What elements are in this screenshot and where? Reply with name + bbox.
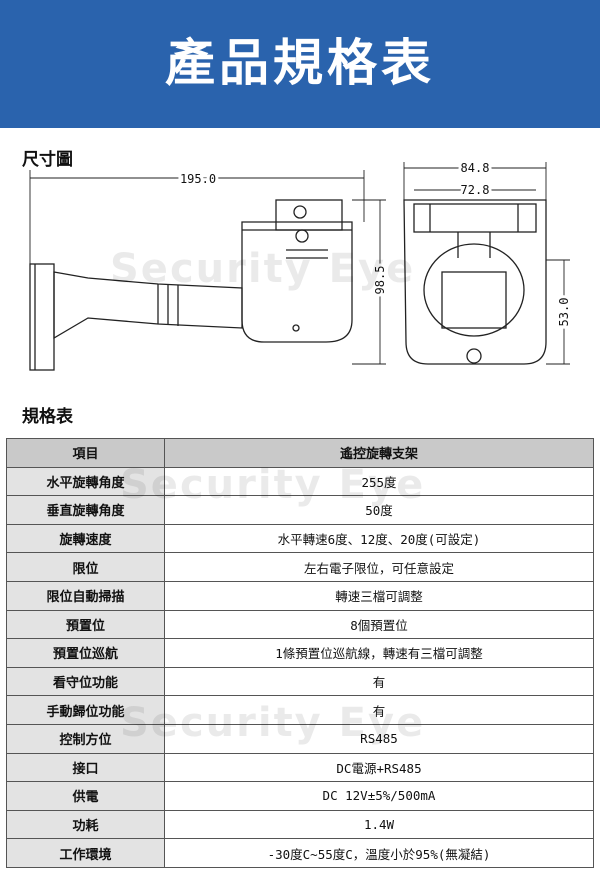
spec-value: 8個預置位 [164,609,594,640]
spec-value: 水平轉速6度、12度、20度(可設定) [164,523,594,554]
bracket-arm [53,271,243,340]
dimension-53-0: 53.0 [557,298,571,327]
tilt-mount [275,199,343,231]
dimension-98-5: 98.5 [373,266,387,295]
table-row: 限位左右電子限位，可任意設定 [6,552,594,582]
spec-value: -30度C~55度C，溫度小於95%(無凝結) [164,838,594,868]
spec-label: 功耗 [6,809,165,840]
spec-value: 1.4W [164,809,594,840]
table-row: 工作環境-30度C~55度C，溫度小於95%(無凝結) [6,838,594,868]
spec-label: 接口 [6,752,165,783]
spec-label: 限位自動掃描 [6,580,165,611]
spec-label: 工作環境 [6,838,165,868]
spec-section-title: 規格表 [22,407,73,427]
spec-value: 轉速三檔可調整 [164,580,594,611]
dimension-84-8: 84.8 [461,161,490,175]
table-row: 旋轉速度水平轉速6度、12度、20度(可設定) [6,523,594,554]
dimension-drawing: 195.0 84.8 72.8 98.5 53.0 [29,160,574,371]
table-row: 限位自動掃描轉速三檔可調整 [6,580,594,611]
spec-label: 看守位功能 [6,666,165,697]
spec-value: 左右電子限位，可任意設定 [164,552,594,582]
spec-label: 旋轉速度 [6,523,165,554]
front-view [403,199,547,365]
spec-value: RS485 [164,723,594,754]
spec-label: 預置位 [6,609,165,640]
spec-value: 255度 [164,466,594,497]
pan-tilt-head [241,221,353,343]
dimension-72-8: 72.8 [461,183,490,197]
spec-value: 有 [164,695,594,725]
dimension-section-title: 尺寸圖 [22,150,73,170]
table-row: 看守位功能有 [6,666,594,697]
spec-label: 供電 [6,781,165,811]
spec-value: 有 [164,666,594,697]
spec-label: 手動歸位功能 [6,695,165,725]
spec-label: 控制方位 [6,723,165,754]
wall-plate [29,263,55,371]
spec-value: 50度 [164,495,594,525]
spec-value: DC電源+RS485 [164,752,594,783]
spec-label: 預置位巡航 [6,638,165,668]
page-title: 產品規格表 [165,34,435,92]
table-row: 手動歸位功能有 [6,695,594,725]
column-header-item: 項目 [6,438,165,468]
spec-value: DC 12V±5%/500mA [164,781,594,811]
dimension-195: 195.0 [180,172,216,186]
spec-label: 限位 [6,552,165,582]
title-banner: 產品規格表 [0,0,600,128]
spec-value: 1條預置位巡航線，轉速有三檔可調整 [164,638,594,668]
column-header-value: 遙控旋轉支架 [164,438,594,468]
spec-label: 水平旋轉角度 [6,466,165,497]
spec-table-header: 項目 遙控旋轉支架 [6,438,594,468]
spec-label: 垂直旋轉角度 [6,495,165,525]
